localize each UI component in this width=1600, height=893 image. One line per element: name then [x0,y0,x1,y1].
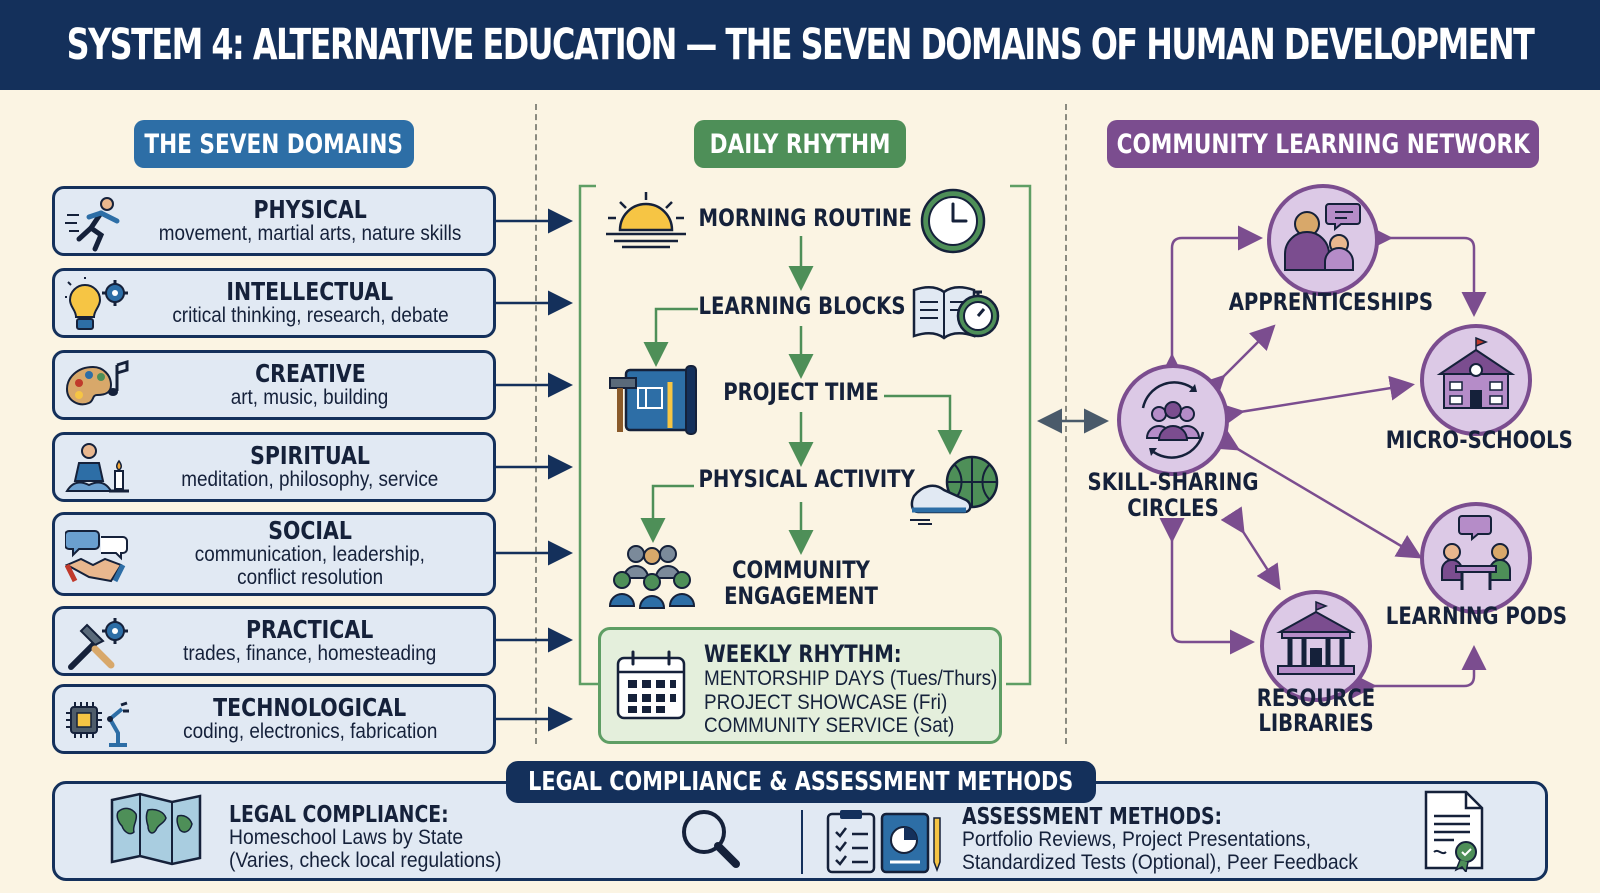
palette-music-icon [65,359,129,406]
assessment-methods-title: ASSESSMENT METHODS: [962,804,1223,830]
clipboard-report-icon [826,810,941,874]
domain-card-intellectual: INTELLECTUAL critical thinking, research… [52,268,496,338]
domain-name: TECHNOLOGICAL [213,692,407,722]
certificate-icon [1424,790,1484,872]
step-project-time: PROJECT TIME [723,378,879,406]
sneaker-ball-icon [910,455,999,525]
weekly-rhythm-line: COMMUNITY SERVICE (Sat) [704,714,955,737]
step-community-engagement-line1: COMMUNITY [732,556,870,584]
domain-desc: meditation, philosophy, service [181,467,439,491]
page-title: SYSTEM 4: ALTERNATIVE EDUCATION — THE SE… [66,20,1535,70]
legal-assessment-header: LEGAL COMPLIANCE & ASSESSMENT METHODS [506,761,1096,803]
community-network-header: COMMUNITY LEARNING NETWORK [1107,120,1539,168]
domain-card-spiritual: SPIRITUAL meditation, philosophy, servic… [52,432,496,502]
domain-card-physical: PHYSICAL movement, martial arts, nature … [52,186,496,256]
tools-gear-icon [68,618,128,670]
title-bar: SYSTEM 4: ALTERNATIVE EDUCATION — THE SE… [0,0,1600,90]
domain-arrows [496,208,573,732]
domain-desc: coding, electronics, fabrication [182,719,438,743]
skill-sharing-label-line1: SKILL-SHARING [1087,468,1259,496]
chip-robot-arm-icon [66,701,129,747]
apprenticeships-node-icon [1267,184,1379,296]
legal-compliance-title: LEGAL COMPLIANCE: [229,802,449,828]
calendar-icon [616,650,686,720]
weekly-rhythm-title: WEEKLY RHYTHM: [704,640,902,668]
domain-card-technological: TECHNOLOGICAL coding, electronics, fabri… [52,684,496,754]
meditation-candle-icon [65,443,129,493]
domain-desc: conflict resolution [236,566,384,590]
daily-rhythm-bracket [578,184,1032,686]
domain-name: PRACTICAL [246,614,374,644]
weekly-rhythm-line: MENTORSHIP DAYS (Tues/Thurs) [704,667,998,690]
domain-name: CREATIVE [254,358,366,388]
step-physical-activity: PHYSICAL ACTIVITY [698,465,915,493]
domain-name: PHYSICAL [253,194,367,224]
domain-card-creative: CREATIVE art, music, building [52,350,496,420]
domain-desc: movement, martial arts, nature skills [158,221,462,245]
micro-schools-label: MICRO-SCHOOLS [1385,426,1573,454]
column-divider-left [535,104,537,744]
assessment-methods-line: Standardized Tests (Optional), Peer Feed… [962,851,1358,874]
book-stopwatch-icon [912,286,1000,340]
step-learning-blocks: LEARNING BLOCKS [698,292,906,320]
domain-name: SPIRITUAL [250,440,370,470]
bottom-divider [801,810,803,874]
map-icon [110,792,202,866]
seven-domains-header: THE SEVEN DOMAINS [134,120,414,168]
weekly-rhythm-line: PROJECT SHOWCASE (Fri) [704,691,948,714]
assessment-methods-line: Portfolio Reviews, Project Presentations… [962,828,1311,851]
sunrise-icon [606,192,686,249]
domain-card-practical: PRACTICAL trades, finance, homesteading [52,606,496,676]
domain-card-social: SOCIAL communication, leadership, confli… [52,512,496,596]
domain-desc: communication, leadership, [194,543,426,567]
legal-compliance-line: Homeschool Laws by State [229,826,464,849]
domain-name: INTELLECTUAL [226,276,394,306]
learning-pods-label: LEARNING PODS [1385,602,1568,630]
network-arrows [1159,225,1487,699]
handshake-chat-icon [65,530,128,583]
resource-libraries-label-line1: RESOURCE [1256,684,1376,712]
step-morning-routine: MORNING ROUTINE [698,204,912,232]
learning-pods-node-icon [1420,502,1532,614]
weekly-rhythm-box: WEEKLY RHYTHM: MENTORSHIP DAYS (Tues/Thu… [598,627,1002,744]
magnifier-icon [682,810,740,868]
domain-desc: critical thinking, research, debate [171,303,449,327]
running-person-icon [65,197,120,252]
domain-name: SOCIAL [268,516,352,546]
domain-desc: art, music, building [231,385,389,409]
micro-schools-node-icon [1420,324,1532,436]
daily-flow-arrows [640,236,963,555]
apprenticeships-label: APPRENTICESHIPS [1228,288,1434,316]
lightbulb-gear-icon [65,277,128,330]
step-community-engagement-line2: ENGAGEMENT [724,582,878,610]
domain-desc: trades, finance, homesteading [183,641,437,665]
clock-icon [920,188,986,254]
skill-sharing-label-line2: CIRCLES [1127,494,1219,522]
legal-compliance-line: (Varies, check local regulations) [229,849,502,872]
resource-libraries-label-line2: LIBRARIES [1258,709,1374,737]
community-group-icon [608,545,696,609]
skill-sharing-node-icon [1117,364,1229,476]
resource-libraries-node-icon [1260,590,1372,702]
daily-rhythm-header: DAILY RHYTHM [694,120,906,168]
blueprint-tools-icon [609,365,697,435]
